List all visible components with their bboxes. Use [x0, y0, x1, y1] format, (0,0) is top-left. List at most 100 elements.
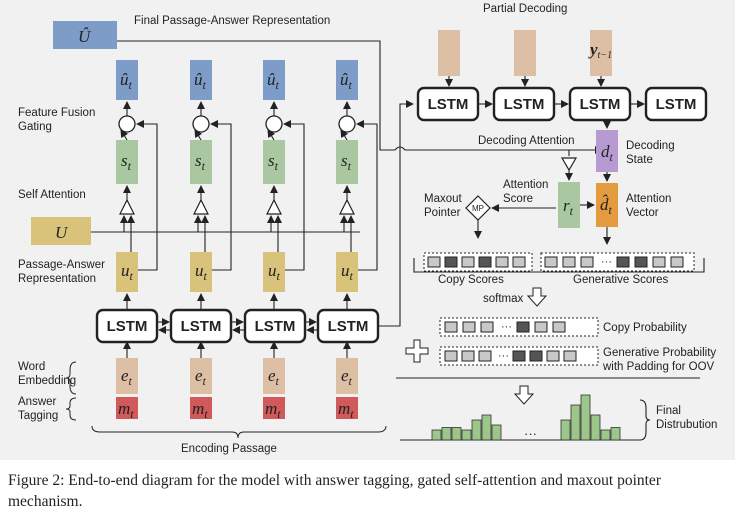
e-t-symbol: et [268, 366, 280, 388]
softmax-arrow [526, 287, 548, 307]
e-t-box [190, 358, 212, 394]
attention-vector-label-2: Vector [626, 207, 659, 219]
d-t-box [596, 130, 618, 172]
u-hat-t-box [336, 60, 358, 100]
partial-decoding-label: Partial Decoding [483, 3, 567, 15]
decoding-state-label-2: State [626, 154, 653, 166]
encoder-lstm-3 [243, 308, 307, 344]
maxout-label-1: Maxout [424, 193, 463, 205]
final-distribution-label-1: Final [656, 405, 681, 417]
histogram-bar-left-2 [441, 427, 452, 441]
decoder-lstm-1-label: LSTM [428, 96, 469, 113]
u-t-symbol: ut [121, 261, 134, 283]
generative-score-cell-2 [562, 256, 576, 268]
m-t-box [116, 397, 138, 419]
histogram-bar-left-1 [431, 429, 442, 441]
u-t-box [263, 252, 285, 292]
s-t-symbol: st [121, 151, 132, 173]
copy-probability-label: Copy Probability [603, 322, 687, 334]
u-hat-to-decoder-line [117, 40, 603, 154]
generative-prob-cell-8 [563, 350, 577, 362]
ut-to-gate-line [356, 120, 378, 271]
m-t-box [190, 397, 212, 419]
u-hat-t-box [116, 60, 138, 100]
copy-score-cell-6 [512, 256, 526, 268]
copy-prob-cell-2 [462, 321, 476, 333]
s-to-gate-arrow [194, 129, 203, 141]
m-t-symbol: mt [338, 399, 354, 421]
m-t-box [263, 397, 285, 419]
r-t-symbol: rt [563, 196, 574, 218]
s-t-symbol: st [341, 151, 352, 173]
gating-circle [192, 115, 210, 133]
model-diagram: Final Passage-Answer Representation Part… [0, 0, 735, 460]
encoder-lstm-1 [95, 308, 159, 344]
final-distribution-brace [639, 399, 651, 441]
self-attention-triangle [119, 198, 135, 215]
u-t-symbol: ut [341, 261, 354, 283]
ut-to-gate-line [210, 120, 232, 271]
s-t-box [116, 140, 138, 184]
generative-probability-label-1: Generative Probability [603, 347, 716, 359]
final-arrow [513, 385, 535, 405]
scores-bracket [413, 258, 705, 273]
e-t-symbol: et [341, 366, 353, 388]
u-box [31, 217, 91, 245]
u-hat-t-symbol: ût [194, 70, 207, 92]
histogram-bar-right-6 [610, 427, 621, 441]
embedding-brace [65, 361, 77, 395]
s-t-box [263, 140, 285, 184]
generative-score-cell-7 [652, 256, 666, 268]
copy-score-cell-1 [427, 256, 441, 268]
u-hat-symbol: Û [78, 27, 92, 46]
copy-score-cell-5 [495, 256, 509, 268]
u-hat-t-symbol: ût [120, 70, 133, 92]
m-t-box [336, 397, 358, 419]
d-hat-t-symbol: d̂t [600, 195, 613, 217]
r-t-box [558, 182, 580, 228]
generative-prob-cell-1 [444, 350, 458, 362]
u-hat-box [53, 21, 117, 49]
decoding-attention-triangle [560, 157, 578, 172]
generative-prob-cell-6 [529, 350, 543, 362]
m-t-symbol: mt [265, 399, 281, 421]
copy-prob-cell-1 [444, 321, 458, 333]
u-hat-t-symbol: ût [267, 70, 280, 92]
s-to-gate-arrow [340, 129, 349, 141]
generative-prob-cell-7 [546, 350, 560, 362]
maxout-label-2: Pointer [424, 207, 461, 219]
decoder-input-token-2 [514, 30, 536, 76]
softmax-label: softmax [483, 293, 524, 305]
encoding-passage-label: Encoding Passage [181, 443, 277, 455]
decoder-lstm-4 [644, 86, 708, 122]
s-t-symbol: st [195, 151, 206, 173]
u-t-symbol: ut [268, 261, 281, 283]
decoder-lstm-3-label: LSTM [580, 96, 621, 113]
tagging-label: Tagging [18, 410, 58, 422]
histogram-bar-right-3 [580, 394, 591, 441]
mp-label: MP [472, 204, 484, 213]
decoder-input-token-1 [438, 30, 460, 76]
histogram-bar-left-5 [471, 419, 482, 441]
histogram-bar-left-4 [461, 429, 472, 441]
answer-label: Answer [18, 396, 57, 408]
s-t-box [336, 140, 358, 184]
gating-circle [265, 115, 283, 133]
encoder-lstm-4-label: LSTM [328, 318, 369, 335]
histogram-bar-left-3 [451, 427, 462, 441]
figure-caption: Figure 2: End-to-end diagram for the mod… [8, 472, 661, 510]
copy-prob-dots: ··· [501, 321, 512, 333]
m-t-symbol: mt [118, 399, 134, 421]
encoder-lstm-3-label: LSTM [255, 318, 296, 335]
decoding-attention-label: Decoding Attention [478, 135, 575, 147]
s-t-box [190, 140, 212, 184]
generative-score-cell-6 [634, 256, 648, 268]
gating-label: Gating [18, 121, 52, 133]
u-hat-t-symbol: ût [340, 70, 353, 92]
gating-circle [118, 115, 136, 133]
attention-score-label-1: Attention [503, 179, 548, 191]
copy-score-cell-4 [478, 256, 492, 268]
histogram-bar-right-4 [590, 414, 601, 441]
y-prev-symbol: yt−1 [588, 40, 612, 61]
encoder-column-4: ût st ut et mt [336, 60, 378, 421]
